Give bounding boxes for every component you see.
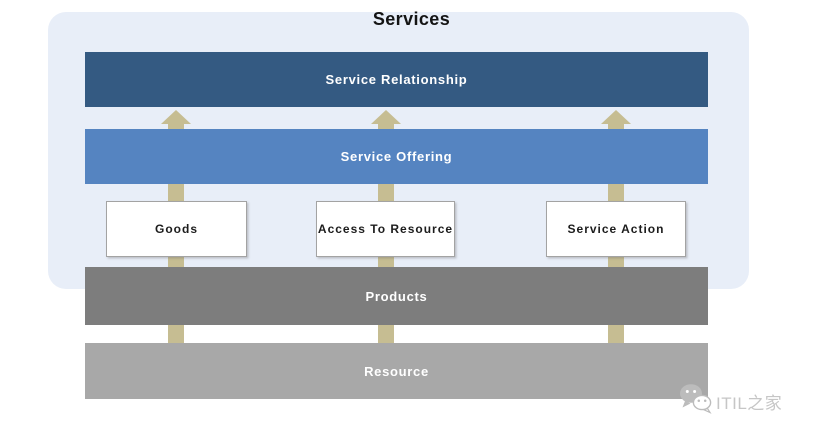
service-relationship-bar: Service Relationship bbox=[85, 52, 708, 107]
products-bar: Products bbox=[85, 267, 708, 325]
arrow-shaft bbox=[168, 123, 184, 130]
resource-bar: Resource bbox=[85, 343, 708, 399]
products-label: Products bbox=[365, 288, 428, 304]
wechat-icon bbox=[679, 383, 713, 419]
access-to-resource-box: Access To Resource bbox=[316, 201, 455, 257]
service-relationship-label: Service Relationship bbox=[325, 72, 468, 87]
watermark-text: ITIL之家 bbox=[716, 393, 783, 413]
service-offering-bar: Service Offering bbox=[85, 129, 708, 184]
services-title: Services bbox=[372, 9, 451, 29]
service-action-label: Service Action bbox=[567, 222, 665, 236]
resource-label: Resource bbox=[364, 363, 429, 379]
arrow-head-icon bbox=[601, 110, 631, 124]
goods-label: Goods bbox=[155, 222, 198, 236]
access-to-resource-label: Access To Resource bbox=[317, 222, 454, 236]
arrow-shaft bbox=[378, 123, 394, 130]
arrow-shaft bbox=[608, 123, 624, 130]
arrow-shaft bbox=[608, 325, 624, 343]
arrow-head-icon bbox=[161, 110, 191, 124]
arrow-head-icon bbox=[371, 110, 401, 124]
service-offering-label: Service Offering bbox=[340, 149, 453, 164]
goods-box: Goods bbox=[106, 201, 247, 257]
service-action-box: Service Action bbox=[546, 201, 686, 257]
arrow-shaft bbox=[168, 325, 184, 343]
arrow-shaft bbox=[378, 325, 394, 343]
watermark: ITIL之家 bbox=[679, 383, 782, 419]
